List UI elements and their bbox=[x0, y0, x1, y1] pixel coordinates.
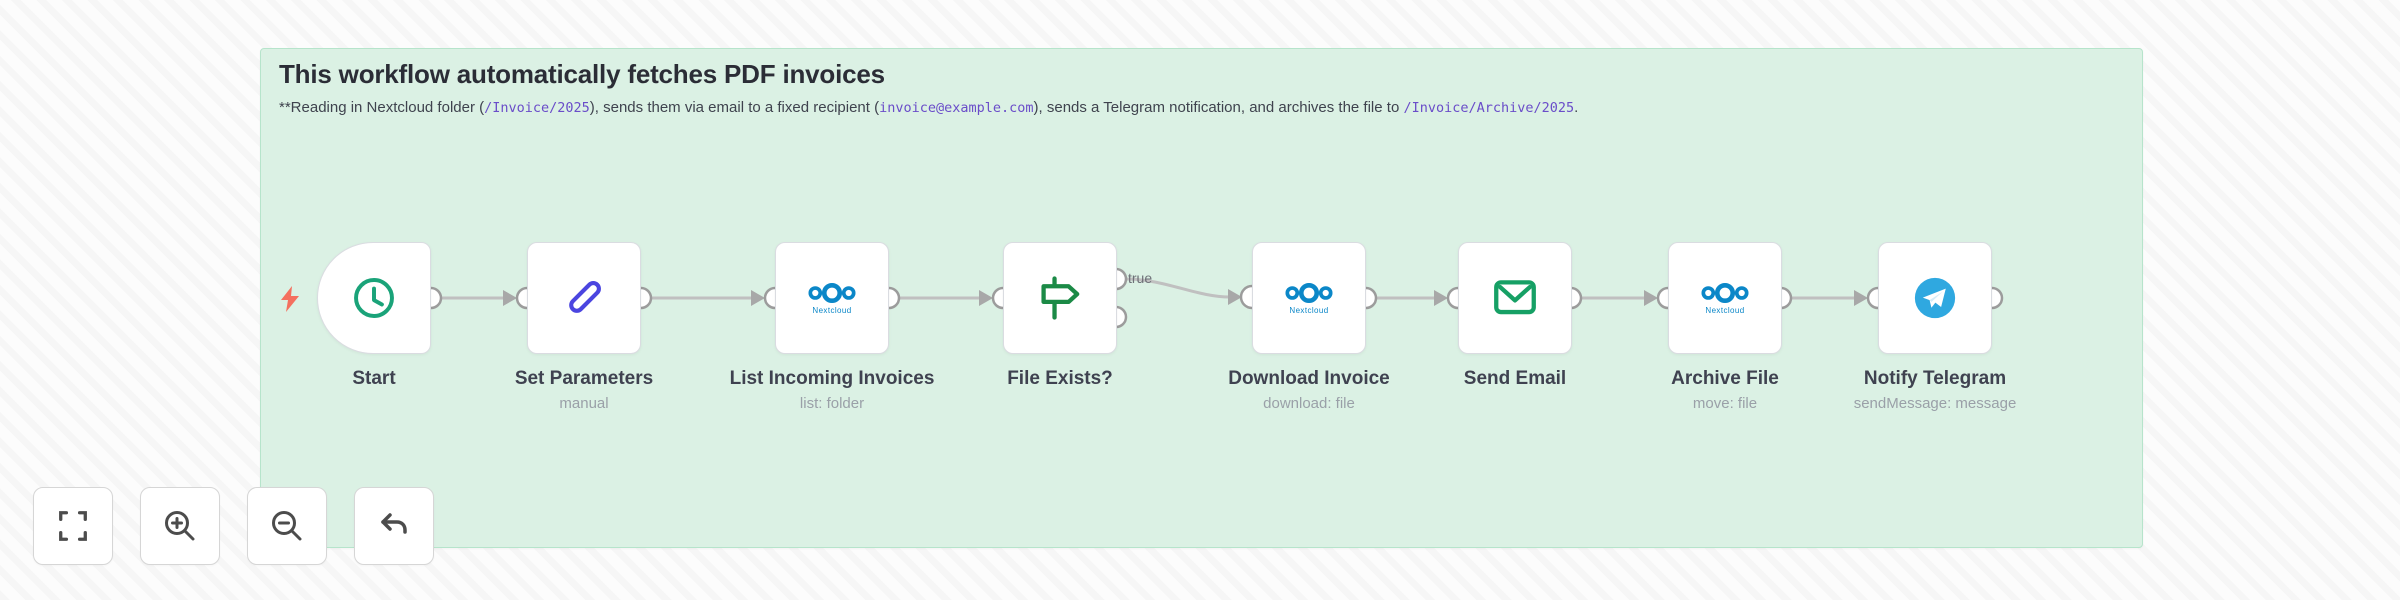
desc-code-email: invoice@example.com bbox=[879, 100, 1034, 116]
desc-text: ), sends them via email to a fixed recip… bbox=[589, 99, 880, 116]
node-name: Set Parameters bbox=[514, 368, 654, 389]
node-subtitle: sendMessage: message bbox=[1853, 395, 2017, 412]
node-file-exists[interactable]: File Exists? bbox=[1003, 242, 1117, 389]
desc-text: ), sends a Telegram notification, and ar… bbox=[1033, 99, 1404, 116]
canvas-toolbar bbox=[33, 487, 434, 565]
node-box[interactable] bbox=[1878, 242, 1992, 354]
node-box[interactable]: Nextcloud bbox=[775, 242, 889, 354]
node-subtitle: move: file bbox=[1692, 395, 1758, 412]
node-box[interactable] bbox=[317, 242, 431, 354]
node-set-parameters[interactable]: Set Parameters manual bbox=[515, 242, 653, 412]
node-box[interactable] bbox=[527, 242, 641, 354]
undo-icon bbox=[381, 513, 407, 534]
fit-view-button[interactable] bbox=[33, 487, 113, 565]
nextcloud-icon bbox=[1285, 282, 1333, 304]
node-download-invoice[interactable]: Nextcloud Download Invoice download: fil… bbox=[1228, 242, 1390, 412]
node-box[interactable]: Nextcloud bbox=[1252, 242, 1366, 354]
envelope-icon bbox=[1494, 280, 1536, 315]
node-list-incoming-invoices[interactable]: Nextcloud List Incoming Invoices list: f… bbox=[730, 242, 934, 412]
node-name: Start bbox=[352, 368, 396, 389]
nextcloud-icon bbox=[1701, 282, 1749, 304]
zoom-out-button[interactable] bbox=[247, 487, 327, 565]
pencil-icon bbox=[569, 281, 601, 313]
connection-lines bbox=[440, 277, 1856, 300]
zoom-out-icon bbox=[272, 511, 302, 541]
branch-label-true: true bbox=[1128, 270, 1153, 286]
node-subtitle: list: folder bbox=[799, 395, 865, 412]
true-branch-wire bbox=[1125, 277, 1231, 299]
nextcloud-wordmark: Nextcloud bbox=[1705, 306, 1745, 315]
desc-code-folder: /Invoice/2025 bbox=[484, 100, 590, 116]
fit-view-icon bbox=[59, 511, 87, 541]
nextcloud-icon bbox=[808, 282, 856, 304]
clock-icon bbox=[354, 278, 394, 318]
desc-code-archive: /Invoice/Archive/2025 bbox=[1403, 100, 1575, 116]
undo-button[interactable] bbox=[354, 487, 434, 565]
sticky-description: **Reading in Nextcloud folder (/Invoice/… bbox=[279, 99, 1578, 116]
zoom-in-button[interactable] bbox=[140, 487, 220, 565]
node-name: File Exists? bbox=[1007, 368, 1113, 389]
arrowheads bbox=[503, 289, 1868, 306]
node-box[interactable] bbox=[1458, 242, 1572, 354]
node-archive-file[interactable]: Nextcloud Archive File move: file bbox=[1668, 242, 1782, 412]
node-box[interactable]: Nextcloud bbox=[1668, 242, 1782, 354]
node-name: List Incoming Invoices bbox=[729, 368, 935, 389]
zoom-in-icon bbox=[165, 511, 195, 541]
node-subtitle: download: file bbox=[1263, 395, 1355, 412]
nextcloud-wordmark: Nextcloud bbox=[1289, 306, 1329, 315]
node-box[interactable] bbox=[1003, 242, 1117, 354]
node-notify-telegram[interactable]: Notify Telegram sendMessage: message bbox=[1854, 242, 2016, 412]
desc-text: **Reading in Nextcloud folder ( bbox=[279, 99, 485, 116]
signpost-icon bbox=[1041, 276, 1080, 320]
lightning-bolt-icon bbox=[281, 286, 299, 312]
node-name: Archive File bbox=[1671, 368, 1779, 389]
desc-text: . bbox=[1574, 99, 1579, 116]
sticky-title: This workflow automatically fetches PDF … bbox=[279, 59, 885, 89]
node-name: Notify Telegram bbox=[1863, 368, 2007, 389]
telegram-icon bbox=[1914, 277, 1956, 319]
nextcloud-wordmark: Nextcloud bbox=[812, 306, 852, 315]
node-name: Download Invoice bbox=[1228, 368, 1390, 389]
node-subtitle: manual bbox=[559, 395, 609, 412]
node-start[interactable]: Start bbox=[317, 242, 431, 389]
node-name: Send Email bbox=[1463, 368, 1567, 389]
node-send-email[interactable]: Send Email bbox=[1458, 242, 1572, 389]
